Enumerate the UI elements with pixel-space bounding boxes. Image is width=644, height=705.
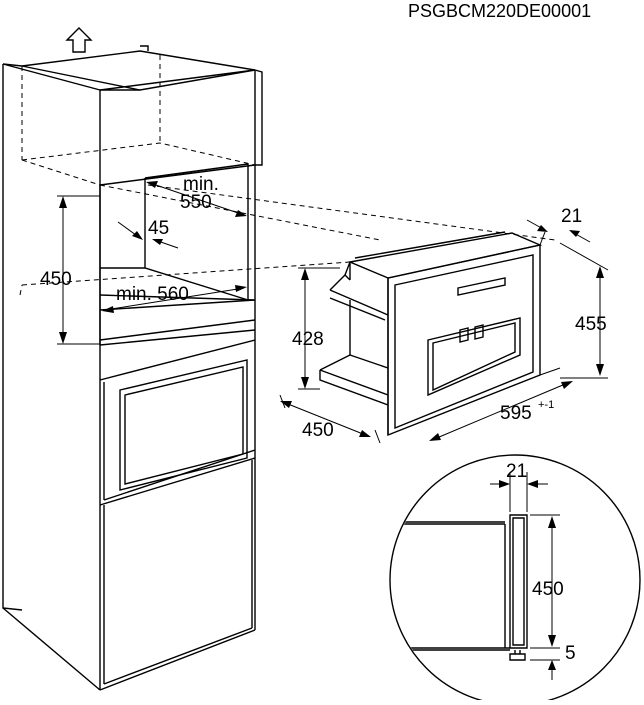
appliance-body-height-dimension: 428 bbox=[292, 267, 340, 390]
drawing-code: PSGBCM220DE00001 bbox=[408, 1, 591, 21]
detail-front-height-label: 450 bbox=[532, 579, 564, 600]
detail-bottom-gap-label: 5 bbox=[565, 643, 576, 664]
appliance-width-dimension: 595 +-1 bbox=[429, 367, 573, 441]
up-arrow-icon bbox=[65, 27, 93, 53]
niche-height-dimension: 450 bbox=[40, 195, 100, 345]
front-thickness-label: 21 bbox=[561, 206, 582, 227]
back-gap-label: 45 bbox=[148, 218, 169, 239]
detail-view: 21 450 5 bbox=[389, 454, 641, 705]
appliance-depth-label: 450 bbox=[302, 420, 334, 441]
detail-front-thickness-label: 21 bbox=[506, 461, 527, 482]
appliance-depth-dimension: 450 bbox=[279, 394, 381, 444]
min-depth-value: 550 bbox=[180, 192, 212, 213]
appliance-width-label: 595 bbox=[500, 403, 532, 424]
front-thickness-dimension: 21 bbox=[526, 206, 591, 246]
niche-height-label: 450 bbox=[40, 269, 72, 290]
min-width-dimension: min. 560 bbox=[102, 284, 247, 313]
appliance-body-height-label: 428 bbox=[292, 329, 324, 350]
tall-cabinet bbox=[2, 45, 263, 691]
appliance-height-dimension: 455 bbox=[559, 242, 609, 379]
back-gap-dimension: 45 bbox=[117, 218, 179, 249]
appliance-width-tolerance: +-1 bbox=[538, 399, 554, 411]
min-width-label: min. 560 bbox=[116, 284, 189, 305]
coffee-machine bbox=[319, 231, 543, 437]
appliance-height-label: 455 bbox=[575, 314, 607, 335]
min-depth-dimension: min. 550 bbox=[146, 174, 247, 217]
min-depth-prefix: min. bbox=[183, 174, 219, 195]
